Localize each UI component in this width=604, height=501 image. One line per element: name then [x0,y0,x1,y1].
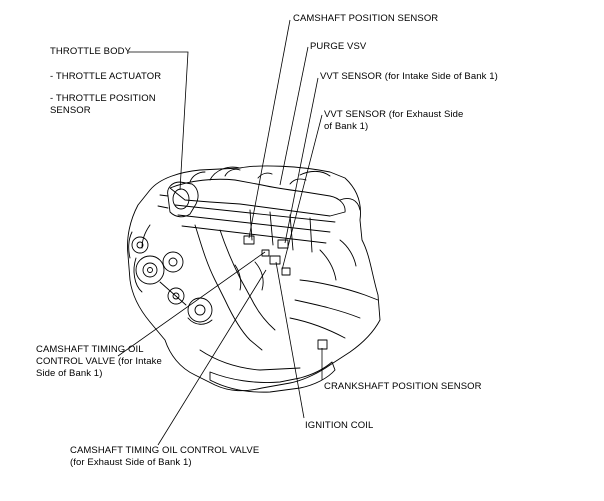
label-throttle-body: THROTTLE BODY [50,46,132,57]
leader-vvt-exhaust [281,114,323,271]
label-ignition-coil: IGNITION COIL [305,420,374,431]
label-throttle-actuator: - THROTTLE ACTUATOR [50,71,162,82]
leader-ocv-intake [117,251,266,357]
idler-pulley [162,251,184,273]
oil-pan [209,361,336,393]
intake-manifold [169,178,346,217]
leader-ignition-coil [275,261,305,419]
engine-block-outline [127,165,381,392]
throttle-body-shape [167,181,199,218]
leader-ocv-exhaust [157,269,267,446]
crank-pulley [135,255,165,285]
leader-camshaft-position-sensor [248,19,291,239]
label-throttle-position-sensor: - THROTTLE POSITION SENSOR [50,93,156,116]
label-purge-vsv: PURGE VSV [310,41,367,52]
leader-vvt-intake [284,77,319,244]
leader-throttle-body [128,51,189,191]
leader-purge-vsv [279,46,309,186]
label-camshaft-position-sensor: CAMSHAFT POSITION SENSOR [293,13,439,24]
exhaust-manifold [289,279,379,339]
label-vvt-sensor-intake: VVT SENSOR (for Intake Side of Bank 1) [320,71,498,82]
label-ocv-exhaust: CAMSHAFT TIMING OIL CONTROL VALVE (for E… [70,445,260,468]
label-ocv-intake: CAMSHAFT TIMING OIL CONTROL VALVE (for I… [36,344,162,379]
label-vvt-sensor-exhaust: VVT SENSOR (for Exhaust Side of Bank 1) [324,109,464,132]
label-crankshaft-position-sensor: CRANKSHAFT POSITION SENSOR [324,381,482,392]
